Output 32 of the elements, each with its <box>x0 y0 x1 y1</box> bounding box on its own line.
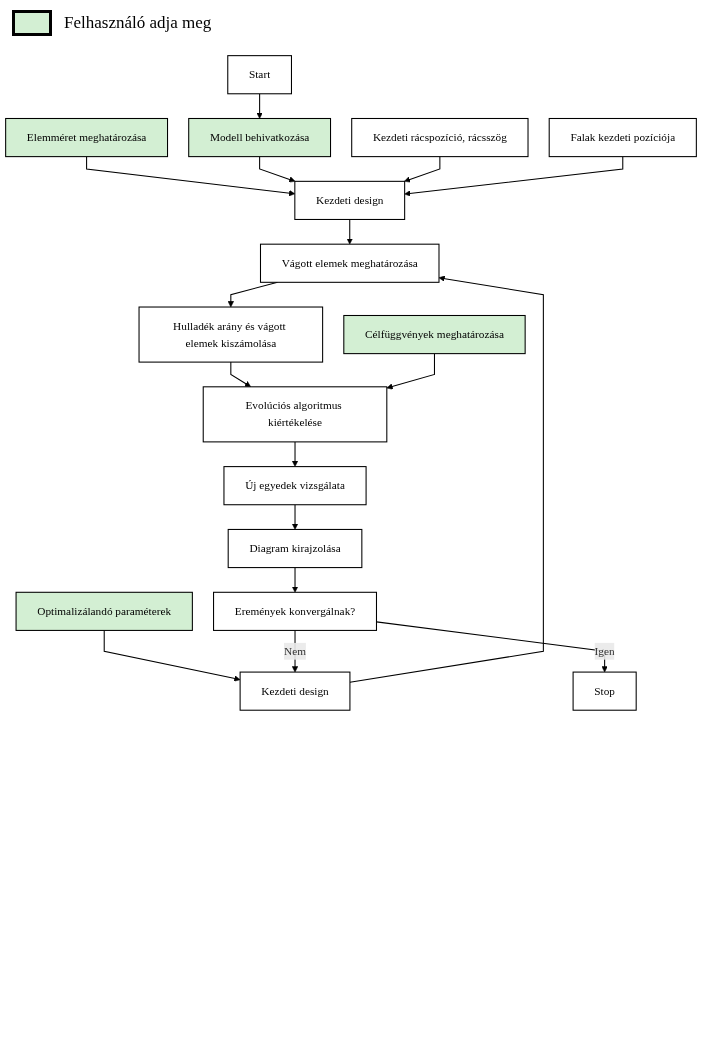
arrow <box>404 156 441 183</box>
node-box: Kezdeti design <box>239 671 351 711</box>
arrow <box>86 156 296 197</box>
edge-label: Igen <box>594 644 615 657</box>
node-box: Célfüggvények meghatározása <box>343 314 526 355</box>
legend-text: Felhasználó adja meg <box>64 13 212 33</box>
node-box: Elemméret meghatározása <box>5 117 169 158</box>
arrow <box>103 629 241 682</box>
node-box: Kezdeti design <box>294 180 406 220</box>
arrow <box>230 361 251 388</box>
edge-label: Nem <box>284 644 306 657</box>
node-box: Diagram kirajzolása <box>227 528 363 569</box>
node-box: Optimalizálandó paraméterek <box>15 591 193 631</box>
node-box: Új egyedek vizsgálata <box>223 466 367 506</box>
arrow <box>259 156 296 183</box>
node-box: Hulladék arány és vágott elemek kiszámolása <box>138 306 324 363</box>
arrow <box>291 567 299 593</box>
node-box: Modell behivatkozása <box>188 117 332 158</box>
node-box: Stop <box>572 671 637 711</box>
node-box: Falak kezdeti pozíciója <box>548 117 697 158</box>
arrow <box>291 504 299 530</box>
arrow <box>256 93 263 119</box>
arrow <box>346 218 353 245</box>
node-box: Evolúciós algoritmus kiértékelése <box>202 386 388 443</box>
arrow <box>386 353 435 390</box>
node-box: Eremények konvergálnak? <box>213 591 377 631</box>
node-box: Start <box>227 55 292 95</box>
node-box: Kezdeti rácspozíció, rácsszög <box>351 117 529 158</box>
arrow <box>404 156 624 197</box>
node-box: Vágott elemek meghatározása <box>259 243 440 283</box>
arrow <box>349 275 544 683</box>
arrow <box>291 441 299 467</box>
